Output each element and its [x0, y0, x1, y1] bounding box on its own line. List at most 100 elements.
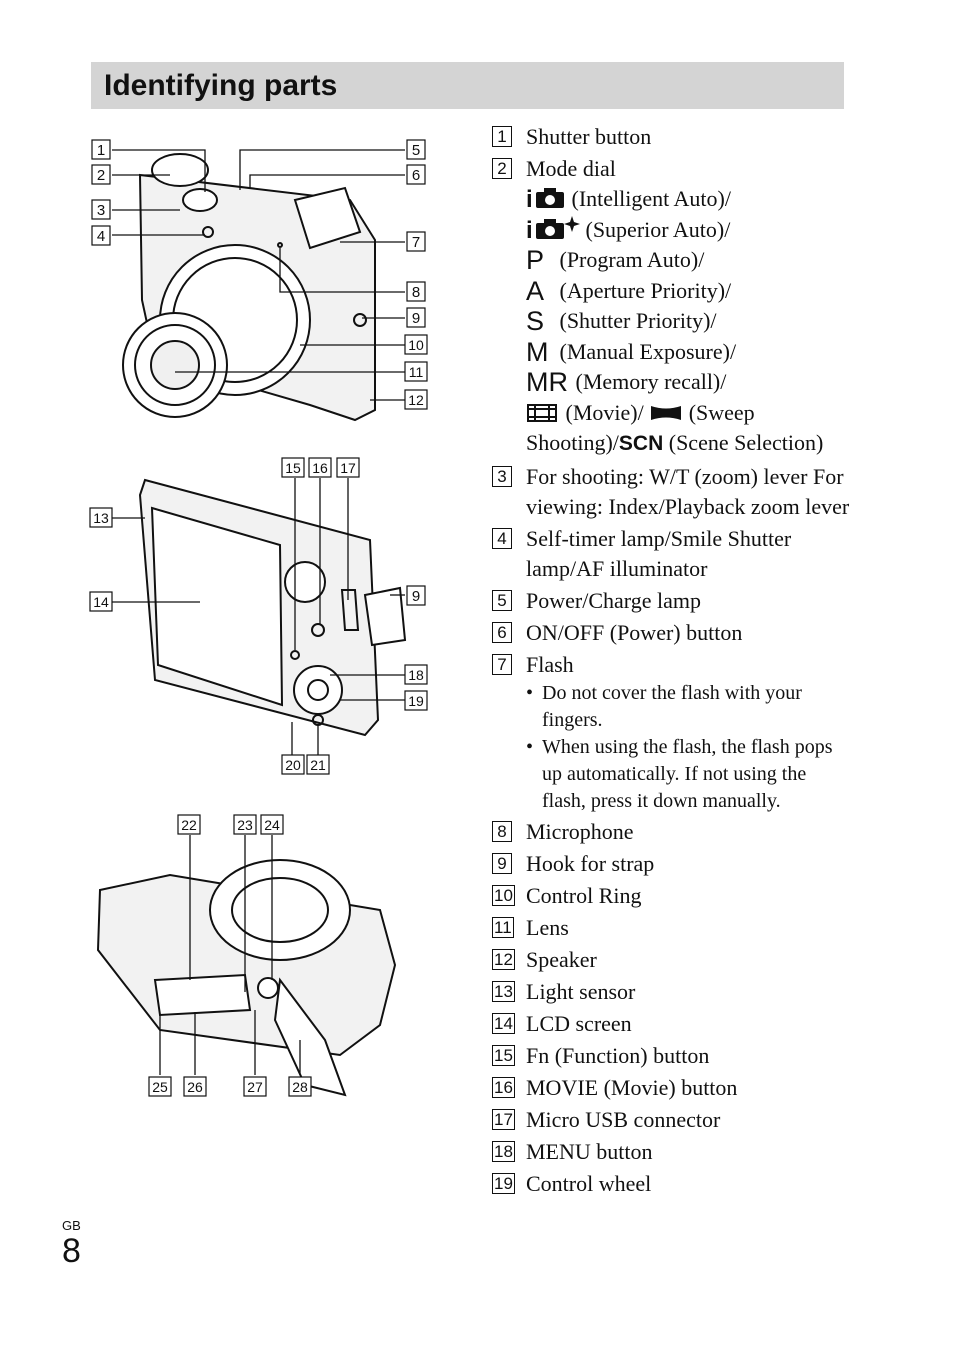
part-number: 14 [492, 1012, 515, 1034]
part-label: Power/Charge lamp [526, 587, 701, 613]
flash-notes: Do not cover the flash with your fingers… [526, 680, 852, 815]
svg-text:7: 7 [412, 234, 420, 251]
part-9: 9 Hook for strap [492, 849, 852, 879]
svg-text:i: i [526, 186, 533, 210]
memory-recall-icon: MR [526, 367, 568, 397]
svg-text:15: 15 [285, 460, 301, 476]
part-6: 6 ON/OFF (Power) button [492, 618, 852, 648]
callout-2: 2 [91, 164, 111, 185]
part-number: 11 [492, 916, 514, 938]
callout-22: 22 [177, 814, 201, 835]
part-label: LCD screen [526, 1010, 632, 1036]
svg-text:18: 18 [408, 667, 424, 683]
part-18: 18 MENU button [492, 1137, 852, 1167]
part-1: 1 Shutter button [492, 122, 852, 152]
part-label: Mode dial [526, 156, 616, 181]
callout-10: 10 [404, 334, 428, 355]
svg-text:27: 27 [247, 1079, 263, 1095]
svg-text:21: 21 [310, 757, 326, 773]
svg-text:19: 19 [408, 693, 424, 709]
callout-7: 7 [406, 231, 426, 252]
part-13: 13 Light sensor [492, 977, 852, 1007]
part-4: 4 Self-timer lamp/Smile Shutter lamp/AF … [492, 524, 852, 584]
part-label: Speaker [526, 946, 597, 972]
mode-dial-options: i (Intelligent Auto)/ i (Superior Auto)/ [526, 184, 852, 460]
callout-26: 26 [183, 1076, 207, 1097]
callout-15: 15 [281, 457, 305, 478]
svg-text:23: 23 [237, 817, 253, 833]
mode-scene-selection: Shooting)/SCN (Scene Selection) [526, 430, 824, 455]
flash-note: Do not cover the flash with your fingers… [526, 680, 852, 734]
callout-17: 17 [336, 457, 360, 478]
svg-text:i: i [526, 217, 533, 241]
callout-6: 6 [406, 164, 426, 185]
part-7: 7 Flash Do not cover the flash with your… [492, 650, 852, 815]
callout-19: 19 [404, 690, 428, 711]
mode-shutter-priority: S (Shutter Priority)/ [526, 306, 717, 336]
part-label: Hook for strap [526, 850, 655, 876]
aperture-icon: A [526, 275, 545, 306]
part-label: Flash [526, 651, 574, 677]
region-label: GB [62, 1218, 81, 1233]
svg-text:12: 12 [408, 392, 424, 408]
page-number: 8 [62, 1232, 81, 1270]
callout-8: 8 [406, 281, 426, 302]
superior-auto-icon: i [526, 215, 580, 244]
svg-text:22: 22 [181, 817, 197, 833]
part-number: 15 [492, 1044, 515, 1066]
part-number: 3 [492, 465, 512, 487]
part-number: 10 [492, 884, 515, 906]
part-label: Lens [526, 914, 569, 940]
svg-text:24: 24 [264, 817, 280, 833]
callout-9: 9 [406, 307, 426, 328]
part-label: Micro USB connector [526, 1106, 721, 1132]
part-label: MENU button [526, 1138, 653, 1164]
part-15: 15 Fn (Function) button [492, 1041, 852, 1071]
part-3: 3 For shooting: W/T (zoom) lever For vie… [492, 462, 852, 522]
camera-back-view [138, 478, 407, 737]
part-14: 14 LCD screen [492, 1009, 852, 1039]
callout-5: 5 [406, 139, 426, 160]
callout-9b: 9 [406, 585, 426, 606]
mode-movie-sweep: (Movie)/ (Sweep [526, 398, 852, 429]
part-label: Self-timer lamp/Smile Shutter lamp/AF il… [526, 525, 792, 581]
part-label: Shutter button [526, 124, 652, 149]
callout-28: 28 [288, 1076, 312, 1097]
part-16: 16 MOVIE (Movie) button [492, 1073, 852, 1103]
part-label: MOVIE (Movie) button [526, 1074, 738, 1100]
callout-14: 14 [89, 591, 113, 612]
part-12: 12 Speaker [492, 945, 852, 975]
part-number: 7 [492, 653, 512, 675]
part-number: 19 [492, 1172, 515, 1194]
part-8: 8 Microphone [492, 817, 852, 847]
svg-text:3: 3 [97, 202, 105, 219]
callout-20: 20 [281, 754, 305, 775]
heading-bar: Identifying parts [91, 62, 844, 109]
callout-21: 21 [306, 754, 330, 775]
svg-text:28: 28 [292, 1079, 308, 1095]
callout-12: 12 [404, 389, 428, 410]
part-label: Light sensor [526, 978, 636, 1004]
camera-illustrations: 1 2 3 4 5 6 7 8 9 10 11 12 13 14 15 16 1… [89, 139, 428, 1097]
mode-program-auto: P (Program Auto)/ [526, 245, 705, 275]
mode-superior-auto: i (Superior Auto)/ [526, 215, 731, 244]
callout-27: 27 [243, 1076, 267, 1097]
callout-11: 11 [404, 361, 428, 382]
svg-text:13: 13 [93, 510, 109, 526]
svg-text:11: 11 [409, 364, 424, 380]
mode-intelligent-auto: i (Intelligent Auto)/ [526, 186, 731, 213]
svg-text:20: 20 [285, 757, 301, 773]
part-number: 13 [492, 980, 515, 1002]
callout-4: 4 [91, 225, 111, 246]
svg-text:26: 26 [187, 1079, 203, 1095]
svg-text:9: 9 [412, 310, 420, 327]
callout-3: 3 [91, 199, 111, 220]
svg-text:25: 25 [152, 1079, 168, 1095]
part-number: 16 [492, 1076, 515, 1098]
mode-manual-exposure: M (Manual Exposure)/ [526, 336, 737, 367]
sweep-panorama-icon [651, 405, 682, 420]
callout-23: 23 [233, 814, 257, 835]
svg-text:5: 5 [412, 142, 420, 159]
part-number: 4 [492, 527, 512, 549]
svg-text:8: 8 [412, 284, 420, 301]
